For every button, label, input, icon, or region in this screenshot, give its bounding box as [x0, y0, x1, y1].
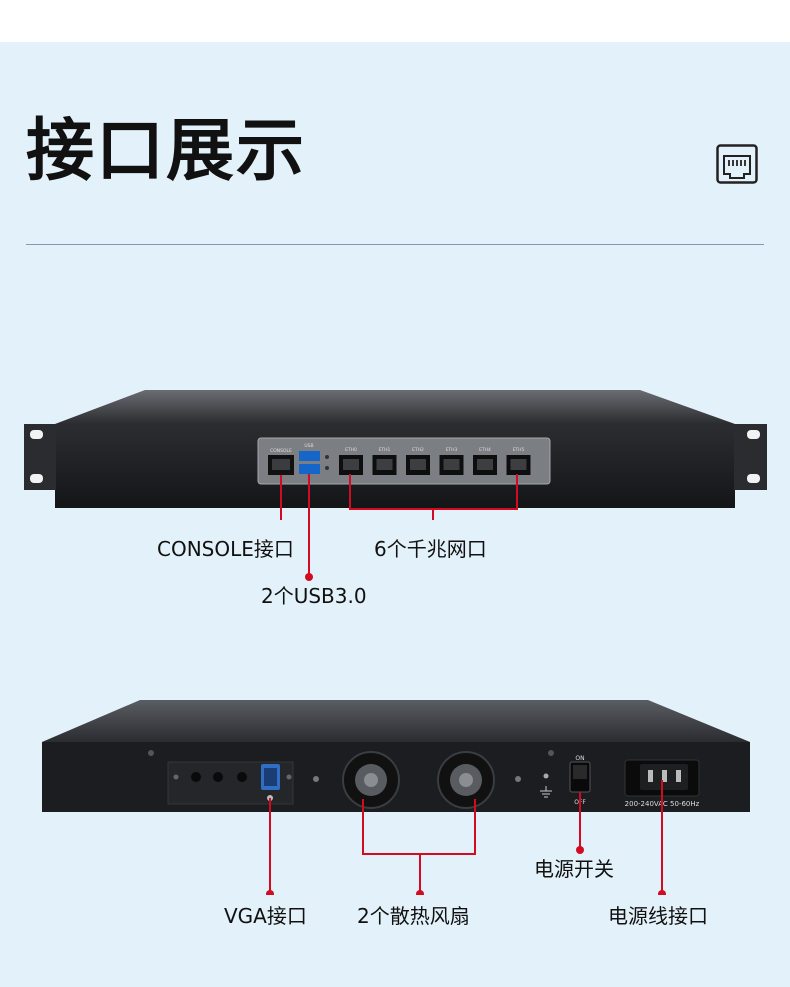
- power-socket-callout: 电源线接口: [608, 904, 708, 928]
- power-switch-callout: 电源开关: [534, 857, 614, 881]
- ethernet-port: ETH1: [372, 447, 397, 475]
- front-panel-diagram: CONSOLE USB ETH0 ETH1 ETH2 ETH3 ETH4 ETH5: [24, 390, 767, 520]
- ethernet-port: ETH5: [506, 447, 531, 475]
- ethernet-port: ETH0: [339, 447, 363, 475]
- back-panel-diagram: ON OFF 200-240VAC 50-60Hz: [42, 700, 750, 895]
- front-chassis: [24, 390, 767, 508]
- vga-callout: VGA接口: [224, 904, 307, 928]
- console-port: CONSOLE: [268, 448, 294, 475]
- switch-on-print: ON: [575, 755, 584, 762]
- usb-print: USB: [304, 443, 313, 449]
- usb-callout: 2个USB3.0: [261, 584, 367, 608]
- back-leader-lines: [266, 780, 666, 895]
- ethernet-port: ETH3: [439, 447, 464, 475]
- ethernet-port-label: ETH0: [345, 447, 357, 453]
- usb-ports: USB: [299, 443, 329, 474]
- page-title: 接口展示: [26, 112, 307, 191]
- fan-left: [342, 751, 400, 809]
- ethernet-ports: ETH0 ETH1 ETH2 ETH3 ETH4 ETH5: [339, 447, 531, 475]
- fan-right: [437, 751, 495, 809]
- fans-callout: 2个散热风扇: [357, 904, 470, 928]
- rj45-port-icon: [716, 144, 758, 184]
- header-divider: [26, 244, 764, 245]
- ethernet-port-label: ETH4: [479, 447, 491, 453]
- lan-callout: 6个千兆网口: [374, 537, 487, 561]
- ethernet-port: ETH2: [406, 447, 430, 475]
- ethernet-port-label: ETH3: [446, 447, 458, 453]
- ethernet-port-label: ETH2: [412, 447, 424, 453]
- ethernet-port-label: ETH1: [379, 447, 391, 453]
- ethernet-port: ETH4: [473, 447, 497, 475]
- ground-symbol: [540, 773, 552, 798]
- front-leader-lines: [280, 474, 518, 520]
- ethernet-port-label: ETH5: [513, 447, 525, 453]
- vga-port: [261, 764, 280, 801]
- console-print: CONSOLE: [270, 448, 292, 454]
- usb-leader-line: [305, 520, 313, 581]
- console-callout: CONSOLE接口: [157, 537, 294, 561]
